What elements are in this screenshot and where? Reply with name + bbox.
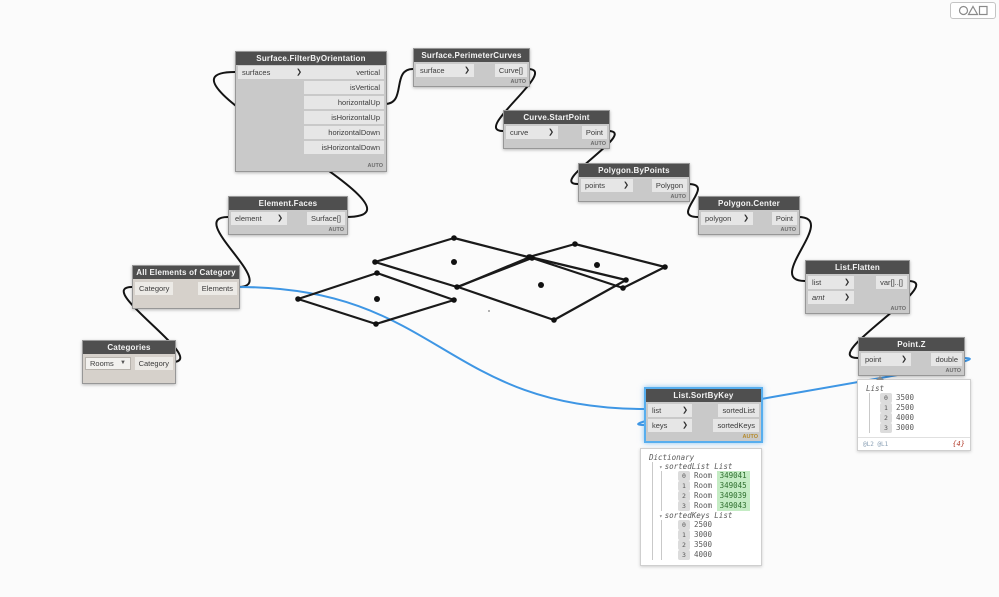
wire-elements-to-sortbykey-list[interactable] <box>237 286 646 410</box>
lacing-badge: AUTO <box>590 141 606 147</box>
list-level-chips[interactable]: @L2 @L1 <box>863 440 889 448</box>
node-title[interactable]: Surface.PerimeterCurves <box>414 49 529 62</box>
input-port-element[interactable]: element❯ <box>231 212 287 225</box>
output-port-horizontaldown[interactable]: horizontalDown <box>304 126 384 139</box>
port-arrow-icon: ❯ <box>277 215 283 222</box>
collapse-caret-icon[interactable]: ▾ <box>659 464 663 471</box>
node-polygon-bypoints[interactable]: Polygon.ByPoints points❯ Polygon AUTO <box>578 163 690 202</box>
input-port-amt[interactable]: amt❯ <box>808 291 854 304</box>
preview-notch <box>876 376 884 380</box>
chevron-down-icon: ▼ <box>120 359 126 366</box>
port-arrow-icon: ❯ <box>682 407 688 414</box>
preview-root-label: List <box>866 384 885 393</box>
input-port-curve[interactable]: curve❯ <box>506 126 558 139</box>
port-arrow-icon: ❯ <box>743 215 749 222</box>
port-arrow-icon: ❯ <box>844 294 850 301</box>
input-port-surfaces[interactable]: surfaces❯ <box>238 66 306 79</box>
preview-root-label: Dictionary <box>649 453 695 462</box>
lacing-badge: AUTO <box>780 227 796 233</box>
output-port-point[interactable]: Point <box>771 212 797 225</box>
output-port-horizontalup[interactable]: horizontalUp <box>304 96 384 109</box>
node-categories[interactable]: Categories Rooms ▼ Category <box>82 340 176 384</box>
lacing-badge: AUTO <box>367 163 383 169</box>
node-all-elements-of-category[interactable]: All Elements of Category Category Elemen… <box>132 265 240 309</box>
node-title[interactable]: Polygon.ByPoints <box>579 164 689 177</box>
wire-bypoints-to-center[interactable] <box>687 183 699 218</box>
port-arrow-icon: ❯ <box>548 129 554 136</box>
output-port-surfaces[interactable]: Surface[] <box>306 212 345 225</box>
output-port-ishorizontalup[interactable]: isHorizontalUp <box>304 111 384 124</box>
input-port-list[interactable]: list❯ <box>808 276 854 289</box>
output-port-double[interactable]: double <box>931 353 962 366</box>
node-title[interactable]: Element.Faces <box>229 197 347 210</box>
port-arrow-icon: ❯ <box>623 182 629 189</box>
node-title[interactable]: Categories <box>83 341 175 354</box>
output-port-sortedkeys[interactable]: sortedKeys <box>713 419 759 432</box>
port-arrow-icon: ❯ <box>296 69 302 76</box>
port-arrow-icon: ❯ <box>464 67 470 74</box>
output-port-ishorizontaldown[interactable]: isHorizontalDown <box>304 141 384 154</box>
output-port-var[interactable]: var[]..[] <box>876 276 907 289</box>
geometry-preview <box>295 235 668 327</box>
lacing-badge: AUTO <box>742 434 758 440</box>
wire-flatten-to-pointz[interactable] <box>848 280 918 359</box>
output-port-sortedlist[interactable]: sortedList <box>718 404 759 417</box>
lacing-badge: AUTO <box>670 194 686 200</box>
input-port-points[interactable]: points❯ <box>581 179 633 192</box>
wire-startpoint-to-bypoints[interactable] <box>570 130 616 185</box>
output-port-polygon[interactable]: Polygon <box>651 179 687 192</box>
output-port-isvertical[interactable]: isVertical <box>304 81 384 94</box>
category-dropdown[interactable]: Rooms ▼ <box>85 356 131 370</box>
node-title[interactable]: List.Flatten <box>806 261 909 274</box>
node-curve-startpoint[interactable]: Curve.StartPoint curve❯ Point AUTO <box>503 110 610 149</box>
shapes-icon <box>958 5 988 16</box>
input-port-surface[interactable]: surface❯ <box>416 64 474 77</box>
output-port-category[interactable]: Category <box>134 356 173 370</box>
lacing-badge: AUTO <box>945 368 961 374</box>
wire-elements-to-faces[interactable] <box>215 216 251 288</box>
port-arrow-icon: ❯ <box>844 279 850 286</box>
collapse-caret-icon[interactable]: ▾ <box>659 513 663 520</box>
output-port-elements[interactable]: Elements <box>197 281 237 295</box>
wire-categories-to-allelements[interactable] <box>122 286 182 363</box>
node-title[interactable]: List.SortByKey <box>646 389 761 402</box>
node-list-sortbykey[interactable]: List.SortByKey list❯ sortedList keys❯ so… <box>644 387 763 443</box>
wire-center-to-flatten[interactable] <box>791 216 812 282</box>
input-port-keys[interactable]: keys❯ <box>648 419 692 432</box>
input-port-category[interactable]: Category <box>135 281 174 295</box>
wire-filter-to-perimeter[interactable] <box>384 68 414 105</box>
node-surface-perimetercurves[interactable]: Surface.PerimeterCurves surface❯ Curve[]… <box>413 48 530 87</box>
wire-perimeter-to-startpoint[interactable] <box>494 68 537 132</box>
node-title[interactable]: Point.Z <box>859 338 964 351</box>
node-title[interactable]: Curve.StartPoint <box>504 111 609 124</box>
input-port-point[interactable]: point❯ <box>861 353 911 366</box>
node-polygon-center[interactable]: Polygon.Center polygon❯ Point AUTO <box>698 196 800 235</box>
node-list-flatten[interactable]: List.Flatten list❯ var[]..[] amt❯ AUTO <box>805 260 910 314</box>
port-arrow-icon: ❯ <box>682 422 688 429</box>
input-port-list[interactable]: list❯ <box>648 404 692 417</box>
node-point-z[interactable]: Point.Z point❯ double AUTO <box>858 337 965 376</box>
node-title[interactable]: All Elements of Category <box>133 266 239 279</box>
lacing-badge: AUTO <box>890 306 906 312</box>
list-count: {4} <box>952 440 965 448</box>
node-element-faces[interactable]: Element.Faces element❯ Surface[] AUTO <box>228 196 348 235</box>
lacing-badge: AUTO <box>328 227 344 233</box>
geometry-view-button[interactable] <box>950 2 996 19</box>
output-port-curves[interactable]: Curve[] <box>494 64 527 77</box>
output-port-vertical[interactable]: vertical <box>304 66 384 79</box>
input-port-polygon[interactable]: polygon❯ <box>701 212 753 225</box>
output-port-point[interactable]: Point <box>581 126 607 139</box>
node-surface-filterbyorientation[interactable]: Surface.FilterByOrientation surfaces❯ ve… <box>235 51 387 172</box>
lacing-badge: AUTO <box>510 79 526 85</box>
node-title[interactable]: Surface.FilterByOrientation <box>236 52 386 65</box>
node-title[interactable]: Polygon.Center <box>699 197 799 210</box>
port-arrow-icon: ❯ <box>901 356 907 363</box>
